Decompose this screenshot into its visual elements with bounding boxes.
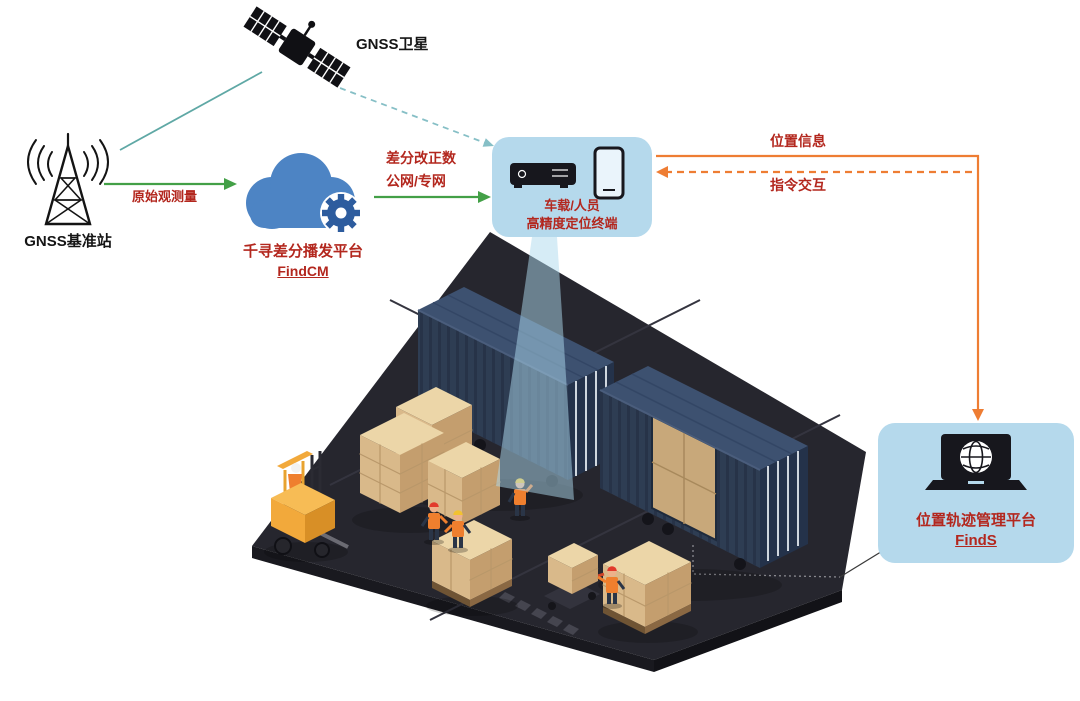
carton-stack-mid (427, 442, 501, 524)
worker-icon (597, 566, 626, 609)
worker-icon (420, 502, 449, 545)
management-platform-name: FindS (955, 532, 997, 549)
raw-observation-label: 原始观测量 (132, 189, 198, 204)
walkway-marks (499, 592, 579, 635)
terminal-label-line1: 车载/人员 (544, 198, 600, 213)
line-satellite-to-base (119, 71, 263, 151)
satellite-label: GNSS卫星 (356, 36, 429, 53)
carton-pallet-left (432, 520, 513, 607)
pallet-jack (544, 543, 605, 610)
forklift-icon (271, 451, 349, 558)
laptop-globe-icon (925, 434, 1027, 490)
satellite-icon (243, 6, 351, 88)
receiver-icon (510, 163, 576, 188)
flow-arrows (104, 71, 984, 578)
carton-stack-tall (359, 413, 445, 513)
correction-label-line2: 公网/专网 (386, 173, 446, 189)
terminal-icons (510, 146, 625, 200)
cloud-platform-name: FindCM (277, 263, 329, 279)
terminal-label-line2: 高精度定位终端 (526, 216, 618, 231)
container-b (599, 366, 808, 570)
arrow-position-info (656, 154, 984, 421)
bubble-tail-line (839, 549, 885, 578)
arrow-raw-observation (104, 178, 237, 190)
management-platform-node: 位置轨迹管理平台 FindS (878, 423, 1074, 563)
cloud-gear-icon (246, 153, 362, 234)
workers (420, 478, 626, 609)
line-satellite-to-terminal (339, 87, 494, 147)
gear-icon (322, 194, 360, 232)
terminal-node: 车载/人员 高精度定位终端 (492, 137, 652, 237)
management-platform-title: 位置轨迹管理平台 (915, 512, 1036, 529)
position-info-label: 位置信息 (770, 133, 826, 149)
pallet-stacks (359, 387, 692, 634)
smartphone-icon (593, 146, 625, 200)
correction-label-line1: 差分改正数 (386, 150, 456, 166)
arrow-corrections (374, 191, 491, 203)
base-station-icon (27, 132, 109, 226)
base-station-label: GNSS基准站 (24, 233, 112, 250)
cloud-platform-title: 千寻差分播发平台 (242, 243, 363, 260)
command-interaction-label: 指令交互 (770, 177, 826, 193)
arrow-command-interaction (656, 166, 972, 178)
warehouse-scene (252, 232, 866, 672)
worker-icon (443, 510, 472, 553)
positioning-beam (496, 237, 574, 500)
